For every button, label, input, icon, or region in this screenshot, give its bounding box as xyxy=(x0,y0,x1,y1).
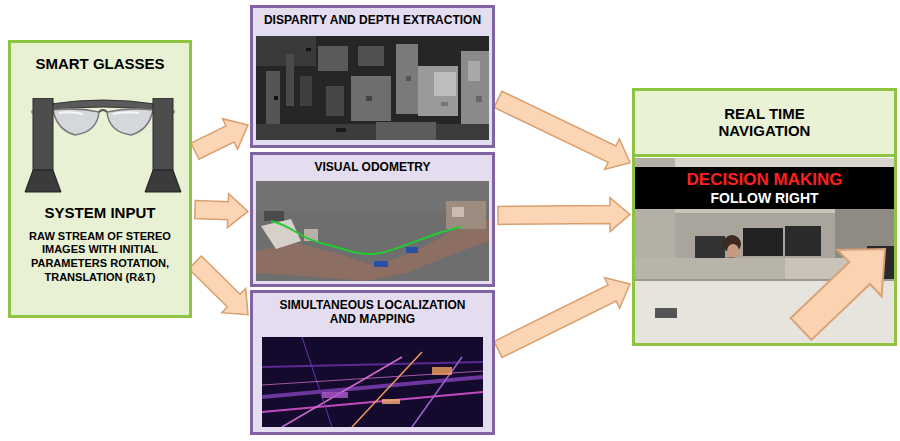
process-box: SIMULTANEOUS LOCALIZATION AND MAPPING xyxy=(250,290,495,435)
disparity-map-image-part xyxy=(318,46,348,71)
disparity-map-image-part xyxy=(358,46,384,66)
camera-base xyxy=(25,170,61,192)
slam-point-cloud-image-part xyxy=(432,367,452,375)
disparity-map-image-part xyxy=(468,61,480,81)
office-photo-part xyxy=(785,226,821,256)
flow-arrow xyxy=(494,278,630,358)
slam-point-cloud-image-part xyxy=(262,392,483,412)
process-box: DISPARITY AND DEPTH EXTRACTION xyxy=(250,5,495,148)
smart-glasses-illustration xyxy=(11,98,189,198)
disparity-map-image-part xyxy=(396,44,418,114)
process-box: VISUAL ODOMETRY xyxy=(250,152,495,287)
slam-point-cloud-image-part xyxy=(382,399,400,404)
disparity-map-image-part xyxy=(326,86,344,116)
panel-title: REAL TIME NAVIGATION xyxy=(635,91,894,157)
office-photo-part xyxy=(727,244,739,258)
disparity-map-image xyxy=(256,36,489,140)
box-subtitle: SYSTEM INPUT xyxy=(11,204,189,221)
slam-point-cloud-image xyxy=(262,337,483,427)
glasses-lens xyxy=(53,109,99,135)
office-photo-part xyxy=(743,228,783,256)
flow-arrow xyxy=(189,256,248,315)
car-marker xyxy=(374,261,388,267)
slam-point-cloud-image-part xyxy=(262,337,483,427)
disparity-map-image-part xyxy=(266,71,280,126)
glasses-lens xyxy=(107,109,153,135)
slam-point-cloud-image-part xyxy=(412,357,462,427)
direction-arrow xyxy=(791,249,885,340)
disparity-map-image-part xyxy=(441,102,448,106)
camera-housing xyxy=(33,98,53,170)
nose-bridge xyxy=(99,110,107,112)
slam-point-cloud-image-part xyxy=(322,392,348,398)
lens-highlight xyxy=(113,112,139,114)
input-box: SMART GLASSES SYSTEM INPUT RAW STREAM OF S… xyxy=(8,40,192,318)
disparity-map-image-part xyxy=(274,96,278,100)
disparity-map-image-part xyxy=(418,66,458,116)
camera-housing xyxy=(153,98,173,170)
visual-odometry-image-part xyxy=(256,219,489,281)
office-photo-part xyxy=(635,258,785,280)
visual-odometry-image-part xyxy=(264,211,284,221)
disparity-map-image-part xyxy=(306,48,311,51)
lens-highlight xyxy=(59,112,83,114)
visual-odometry-image-part xyxy=(452,207,464,217)
car-marker xyxy=(406,247,418,253)
flow-arrow xyxy=(191,119,248,160)
visual-odometry-image xyxy=(256,181,489,281)
disparity-map-image-part xyxy=(476,96,482,102)
camera-base xyxy=(145,170,181,192)
disparity-map-image-part xyxy=(286,54,294,106)
disparity-map-image-part xyxy=(336,128,346,132)
input-description: RAW STREAM OF STEREO IMAGES WITH INITIAL… xyxy=(11,230,189,285)
disparity-map-image-part xyxy=(406,76,411,81)
office-photo-part xyxy=(655,308,677,318)
flow-arrow xyxy=(498,198,630,232)
process-title: SIMULTANEOUS LOCALIZATION AND MAPPING xyxy=(273,299,473,327)
visual-odometry-image-part xyxy=(446,201,486,229)
box-title: SMART GLASSES xyxy=(11,55,189,72)
office-photo-part xyxy=(695,236,725,258)
visual-odometry-image-part xyxy=(256,181,489,281)
decision-text: FOLLOW RIGHT xyxy=(710,190,818,206)
slam-point-cloud-image-part xyxy=(352,352,422,427)
process-title: VISUAL ODOMETRY xyxy=(253,161,492,175)
flow-arrow xyxy=(494,91,630,169)
office-photo-part xyxy=(635,158,894,343)
decision-bar: DECISION MAKINGFOLLOW RIGHT xyxy=(635,167,894,209)
disparity-map-image-part xyxy=(351,76,391,121)
decision-heading: DECISION MAKING xyxy=(687,170,843,190)
disparity-map-image-part xyxy=(434,72,456,96)
disparity-map-image-part xyxy=(366,96,372,101)
flow-arrow xyxy=(195,194,248,228)
output-panel: REAL TIME NAVIGATION DECISION MAKINGFOLLO… xyxy=(632,88,897,346)
disparity-map-image-part xyxy=(256,36,489,140)
slam-point-cloud-image-part xyxy=(262,362,483,367)
disparity-map-image-part xyxy=(376,122,436,140)
disparity-map-image-part xyxy=(461,51,489,126)
trajectory-line xyxy=(271,221,461,254)
process-title: DISPARITY AND DEPTH EXTRACTION xyxy=(253,14,492,28)
disparity-map-image-part xyxy=(256,124,489,140)
disparity-map-image-part xyxy=(300,76,312,106)
